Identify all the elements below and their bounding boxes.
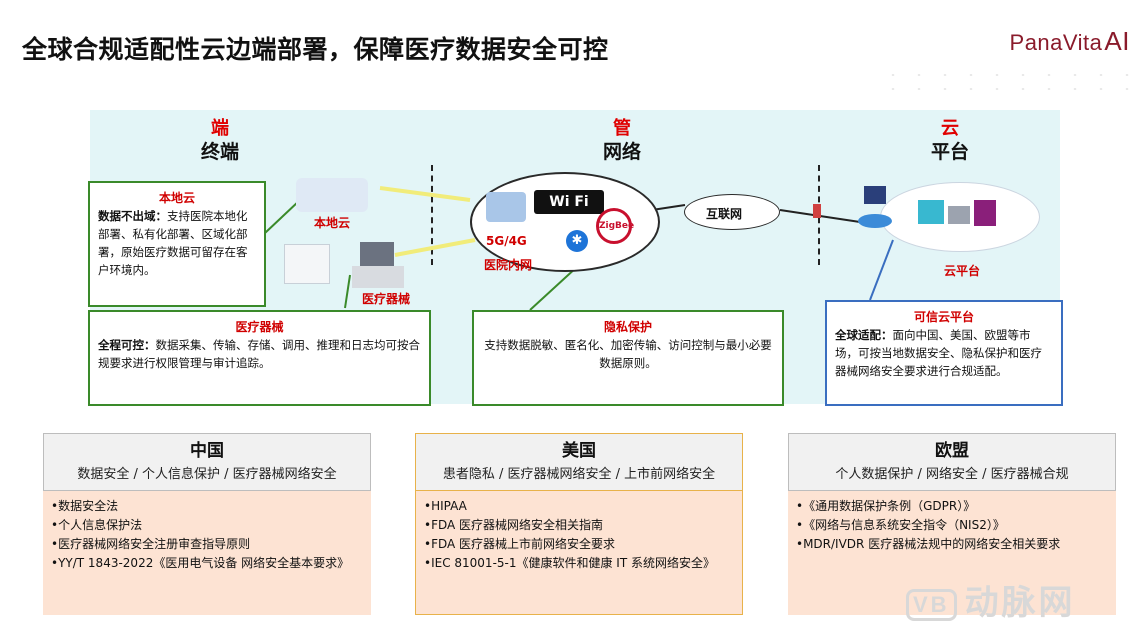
column-edge-header: 端 终端 <box>180 118 260 164</box>
region-china: 中国 数据安全 / 个人信息保护 / 医疗器械网络安全 •数据安全法 •个人信息… <box>43 433 371 615</box>
hospital-network-icon <box>296 178 368 212</box>
database-icon <box>918 200 944 224</box>
list-item: •YY/T 1843-2022《医用电气设备 网络安全基本要求》 <box>51 556 350 570</box>
local-cloud-box: 本地云 数据不出域：支持医院本地化部署、私有化部署、区域化部署，原始医疗数据可留… <box>88 181 266 307</box>
decorative-dots <box>880 68 1140 96</box>
brand-logo: PanaVitaAI <box>1010 26 1130 57</box>
zigbee-icon: ZigBee <box>596 208 634 244</box>
bluetooth-icon: ✱ <box>566 230 588 252</box>
network-link <box>651 204 686 211</box>
list-item: •数据安全法 <box>51 499 119 513</box>
column-cloud-header: 云 平台 <box>910 118 990 164</box>
privacy-box-text: 支持数据脱敏、匿名化、加密传输、访问控制与最小必要数据原则。 <box>484 338 772 370</box>
column-cloud-label: 平台 <box>930 141 969 163</box>
list-item: •FDA 医疗器械上市前网络安全要求 <box>424 537 616 551</box>
list-item: •《通用数据保护条例（GDPR）》 <box>796 499 976 513</box>
column-edge-label: 终端 <box>200 141 239 163</box>
brand-name: PanaVita <box>1009 30 1103 55</box>
list-item: •FDA 医疗器械网络安全相关指南 <box>424 518 604 532</box>
medical-device-box-lead: 全程可控： <box>98 338 156 352</box>
region-china-name: 中国 <box>190 441 224 461</box>
list-item: •IEC 81001-5-1《健康软件和健康 IT 系统网络安全》 <box>424 556 715 570</box>
privacy-box-title: 隐私保护 <box>603 320 652 334</box>
region-us-name: 美国 <box>562 441 596 461</box>
trusted-cloud-box: 可信云平台 全球适配：面向中国、美国、欧盟等市场，可按当地数据安全、隐私保护和医… <box>825 300 1063 406</box>
list-item: •医疗器械网络安全注册审查指导原则 <box>51 537 251 551</box>
firewall-icon <box>813 204 821 218</box>
internet-cloud <box>684 194 780 230</box>
column-network-key: 管 <box>613 118 631 139</box>
wireless-link-2 <box>394 238 476 257</box>
region-china-sub: 数据安全 / 个人信息保护 / 医疗器械网络安全 <box>77 467 337 482</box>
local-cloud-box-lead: 数据不出域： <box>98 209 167 223</box>
wireless-link-1 <box>379 186 471 202</box>
trusted-cloud-box-text: 面向中国、美国、欧盟等市场，可按当地数据安全、隐私保护和医疗器械网络安全要求进行… <box>835 328 1042 378</box>
region-china-header: 中国 数据安全 / 个人信息保护 / 医疗器械网络安全 <box>43 433 371 491</box>
brand-suffix: AI <box>1104 26 1130 56</box>
local-connector <box>264 199 301 234</box>
wifi-icon: Wi Fi <box>534 190 604 214</box>
analyzer-icon <box>352 266 404 288</box>
list-item: •《网络与信息系统安全指令（NIS2）》 <box>796 518 1005 532</box>
cloud-router-icon <box>858 214 892 228</box>
trusted-cloud-box-title: 可信云平台 <box>913 310 974 324</box>
local-cloud-box-title: 本地云 <box>158 191 195 205</box>
watermark-badge: VB <box>906 589 957 622</box>
medical-device-box-title: 医疗器械 <box>235 320 284 334</box>
privacy-box: 隐私保护 支持数据脱敏、匿名化、加密传输、访问控制与最小必要数据原则。 <box>472 310 784 406</box>
column-cloud-key: 云 <box>941 118 959 139</box>
region-eu-header: 欧盟 个人数据保护 / 网络安全 / 医疗器械合规 <box>788 433 1116 491</box>
region-eu: 欧盟 个人数据保护 / 网络安全 / 医疗器械合规 •《通用数据保护条例（GDP… <box>788 433 1116 615</box>
trusted-connector <box>869 239 894 301</box>
region-us: 美国 患者隐私 / 医疗器械网络安全 / 上市前网络安全 •HIPAA •FDA… <box>415 433 743 615</box>
page-title: 全球合规适配性云边端部署，保障医疗数据安全可控 <box>22 35 609 64</box>
region-china-list: •数据安全法 •个人信息保护法 •医疗器械网络安全注册审查指导原则 •YY/T … <box>43 491 371 615</box>
region-us-header: 美国 患者隐私 / 医疗器械网络安全 / 上市前网络安全 <box>415 433 743 491</box>
hospital-net-label: 医院内网 <box>484 258 533 272</box>
trusted-cloud-box-lead: 全球适配： <box>835 328 893 342</box>
medical-device-box: 医疗器械 全程可控：数据采集、传输、存储、调用、推理和日志均可按合规要求进行权限… <box>88 310 431 406</box>
server-icon <box>864 186 886 204</box>
local-cloud-box-text: 支持医院本地化部署、私有化部署、区域化部署，原始医疗数据可留存在客户环境内。 <box>98 209 248 277</box>
medical-device-box-text: 数据采集、传输、存储、调用、推理和日志均可按合规要求进行权限管理与审计追踪。 <box>98 338 420 370</box>
region-us-list: •HIPAA •FDA 医疗器械网络安全相关指南 •FDA 医疗器械上市前网络安… <box>415 491 743 615</box>
column-network-label: 网络 <box>602 141 641 163</box>
region-eu-name: 欧盟 <box>935 441 969 461</box>
internet-label: 互联网 <box>706 207 743 221</box>
column-network-header: 管 网络 <box>582 118 662 164</box>
region-us-sub: 患者隐私 / 医疗器械网络安全 / 上市前网络安全 <box>442 467 716 482</box>
list-item: •MDR/IVDR 医疗器械法规中的网络安全相关要求 <box>796 537 1061 551</box>
ultrasound-icon <box>360 242 394 266</box>
net-5g-label: 5G/4G <box>486 234 527 248</box>
divider-edge-network <box>431 165 433 265</box>
region-eu-sub: 个人数据保护 / 网络安全 / 医疗器械合规 <box>835 467 1069 482</box>
monitor-device-icon <box>284 244 330 284</box>
watermark-text: 动脉网 <box>964 584 1076 622</box>
router-icon <box>486 192 526 222</box>
cloud-platform-label: 云平台 <box>944 264 981 278</box>
list-item: •个人信息保护法 <box>51 518 143 532</box>
rack-icon <box>974 200 996 226</box>
device-connector <box>344 274 351 309</box>
storage-icon <box>948 206 970 224</box>
list-item: •HIPAA <box>424 499 467 513</box>
local-cloud-label: 本地云 <box>314 216 351 230</box>
medical-device-label: 医疗器械 <box>362 292 411 306</box>
column-edge-key: 端 <box>211 118 229 139</box>
